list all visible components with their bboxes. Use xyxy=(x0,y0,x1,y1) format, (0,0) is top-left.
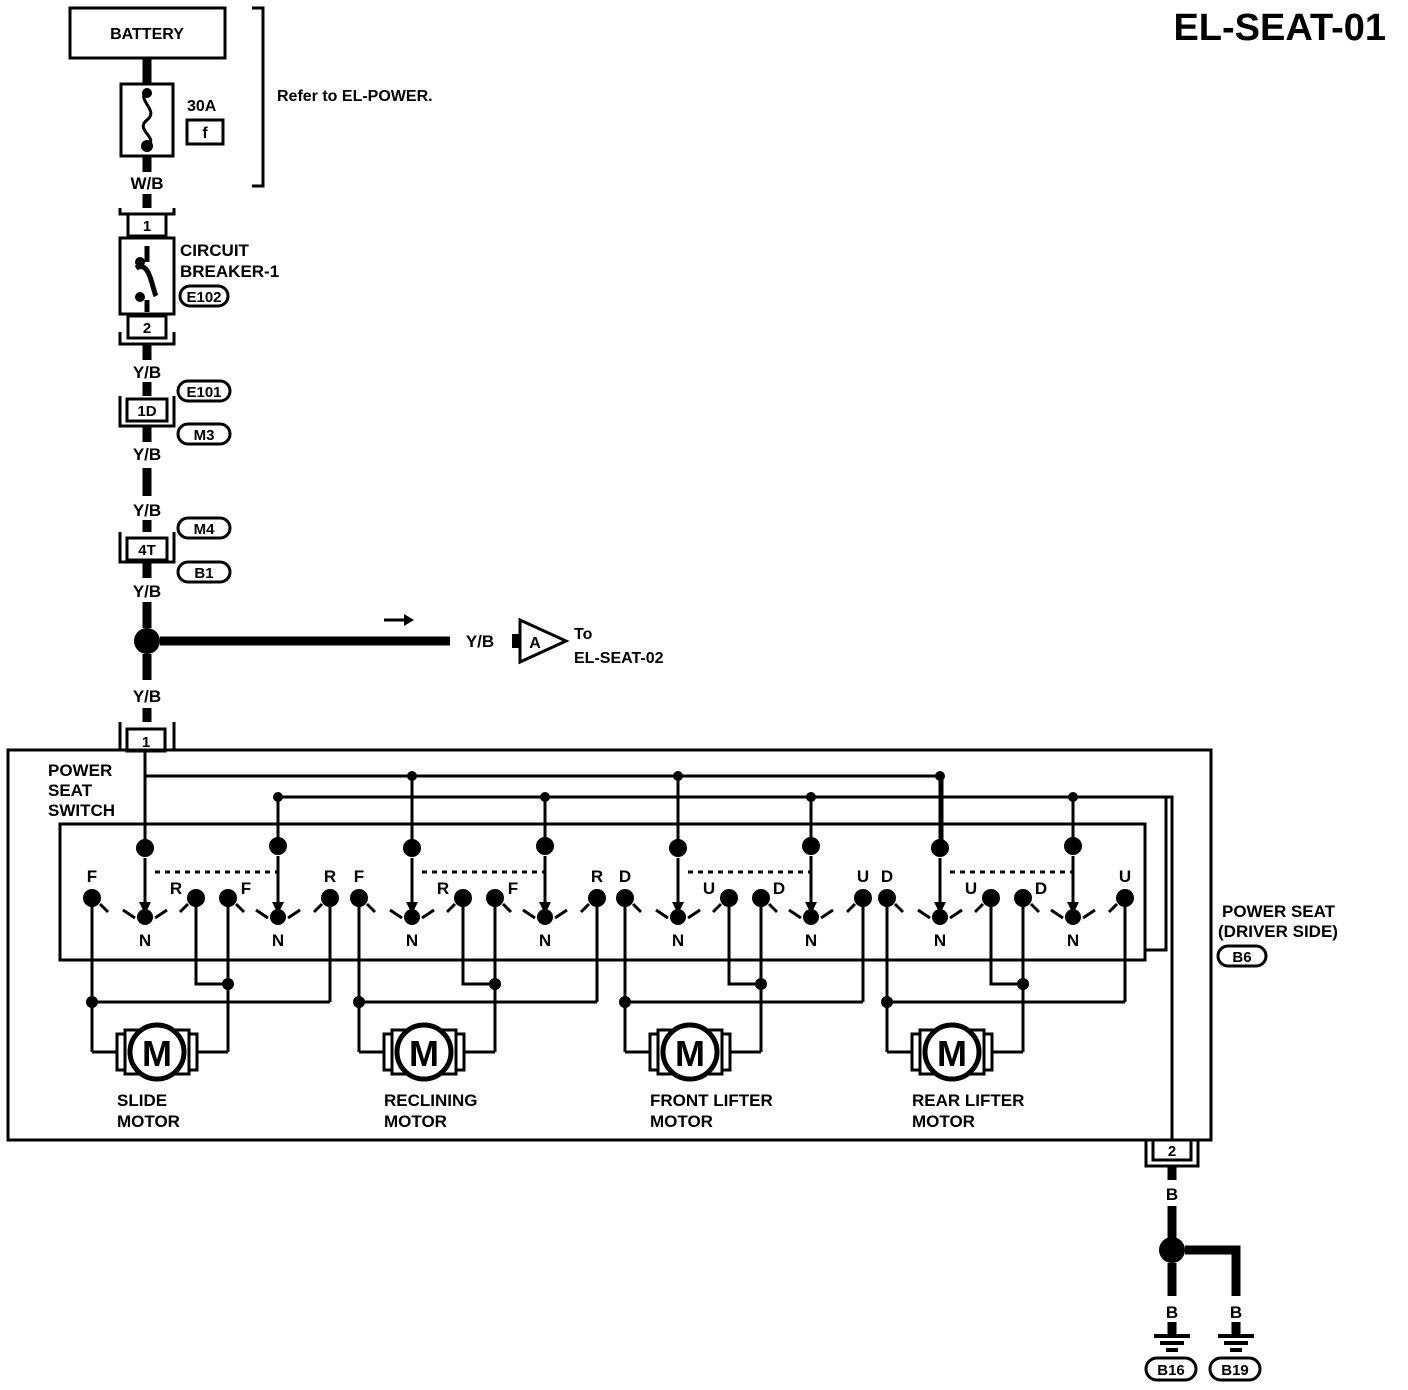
ground-b16: B16 xyxy=(1157,1362,1185,1379)
switch-terminal-label: R xyxy=(324,867,336,886)
seat-output-pin: 2 xyxy=(1168,1143,1176,1160)
power-seat-box xyxy=(6,748,1213,1142)
connector-4t-pin: 4T xyxy=(138,542,156,559)
fuse-rating: 30A xyxy=(187,98,217,115)
neutral-label: N xyxy=(406,931,418,950)
connector-e101: E101 xyxy=(186,384,221,401)
motor-icon xyxy=(922,1022,982,1082)
connector-m4: M4 xyxy=(194,521,215,538)
neutral-label: N xyxy=(1067,931,1079,950)
switch-label-3: SWITCH xyxy=(48,801,115,820)
offpage-target: EL-SEAT-02 xyxy=(574,650,664,667)
switch-terminal-label: D xyxy=(881,867,893,886)
ground-splice xyxy=(1159,1237,1185,1263)
wire-color-b-left: B xyxy=(1166,1303,1178,1322)
switch-terminal-label: R xyxy=(437,879,449,898)
cb-pin-top: 1 xyxy=(143,218,151,235)
motor-icon xyxy=(394,1022,454,1082)
switch-terminal-label: U xyxy=(1119,867,1131,886)
motor-label-2: MOTOR xyxy=(117,1112,180,1131)
neutral-label: N xyxy=(934,931,946,950)
motor-label-2: MOTOR xyxy=(912,1112,975,1131)
refer-note: Refer to EL-POWER. xyxy=(277,88,433,105)
neutral-label: N xyxy=(539,931,551,950)
switch-motor-group: N N F R F R M SLIDE MOTOR xyxy=(83,776,339,1131)
wire-color-wb: W/B xyxy=(130,174,163,193)
motor-icon xyxy=(660,1022,720,1082)
motor-icon xyxy=(127,1022,187,1082)
motor-label-2: MOTOR xyxy=(650,1112,713,1131)
connector-b1: B1 xyxy=(194,565,213,582)
breaker-icon xyxy=(134,246,159,312)
power-seat-label-1: POWER SEAT xyxy=(1222,902,1336,921)
motor-symbol: M xyxy=(142,1033,172,1074)
ground-icon-right xyxy=(1218,1334,1254,1352)
wire-color-yb-2: Y/B xyxy=(133,445,161,464)
battery-label: BATTERY xyxy=(110,26,184,43)
wire-color-yb-5: Y/B xyxy=(133,687,161,706)
refer-bracket xyxy=(252,6,265,188)
switch-terminal-label: F xyxy=(87,867,97,886)
offpage-connector xyxy=(518,617,570,665)
fuse-icon xyxy=(141,88,153,148)
seat-input-pin: 1 xyxy=(142,734,150,751)
ground-icon-left xyxy=(1154,1334,1190,1352)
fuse-id-box xyxy=(185,118,225,146)
direction-arrow-icon xyxy=(404,614,414,626)
offpage-letter: A xyxy=(529,635,541,652)
neutral-label: N xyxy=(672,931,684,950)
circuit-breaker-label-1: CIRCUIT xyxy=(180,241,250,260)
connector-m3: M3 xyxy=(194,427,215,444)
wire-color-yb-branch: Y/B xyxy=(466,632,494,651)
power-seat-connector-id: B6 xyxy=(1232,949,1251,966)
motor-label-1: SLIDE xyxy=(117,1091,167,1110)
motor-symbol: M xyxy=(409,1033,439,1074)
switch-terminal-label: D xyxy=(773,879,785,898)
switch-terminal-label: F xyxy=(354,867,364,886)
splice-node xyxy=(134,628,160,654)
switch-terminal-label: R xyxy=(170,879,182,898)
wire-color-yb-1: Y/B xyxy=(133,363,161,382)
switch-terminal-label: U xyxy=(703,879,715,898)
ground-b19: B19 xyxy=(1221,1362,1249,1379)
switch-terminal-label: D xyxy=(619,867,631,886)
motor-label-1: REAR LIFTER xyxy=(912,1091,1024,1110)
motor-label-1: FRONT LIFTER xyxy=(650,1091,773,1110)
wire-color-b-right: B xyxy=(1230,1303,1242,1322)
offpage-to: To xyxy=(574,626,593,643)
cb-pin-bottom: 2 xyxy=(143,320,151,337)
motor-label-1: RECLINING xyxy=(384,1091,478,1110)
connector-1d-pin: 1D xyxy=(137,403,156,420)
switch-terminal-label: R xyxy=(591,867,603,886)
switch-terminal-label: U xyxy=(965,879,977,898)
switch-motor-group: N N D U D U M FRONT LIFTER MOTOR xyxy=(616,771,872,1131)
motor-label-2: MOTOR xyxy=(384,1112,447,1131)
fuse-id: f xyxy=(202,125,208,142)
wire-color-b-main: B xyxy=(1166,1185,1178,1204)
switch-terminal-label: D xyxy=(1035,879,1047,898)
neutral-label: N xyxy=(139,931,151,950)
cb-connector-id: E102 xyxy=(186,289,221,306)
neutral-label: N xyxy=(272,931,284,950)
motor-symbol: M xyxy=(937,1033,967,1074)
wire-color-yb-3: Y/B xyxy=(133,501,161,520)
circuit-breaker-label-2: BREAKER-1 xyxy=(180,262,279,281)
switch-label-1: POWER xyxy=(48,761,112,780)
switch-motor-group: N N D U D U M REAR LIFTER MOTOR xyxy=(878,771,1134,1131)
motor-symbol: M xyxy=(675,1033,705,1074)
switch-terminal-label: F xyxy=(508,879,518,898)
power-seat-label-2: (DRIVER SIDE) xyxy=(1218,922,1338,941)
switch-terminal-label: F xyxy=(241,879,251,898)
power-seat-switch-box xyxy=(58,822,1147,962)
neutral-label: N xyxy=(805,931,817,950)
switch-terminal-label: U xyxy=(857,867,869,886)
switch-motor-group: N N F R F R M RECLINING MOTOR xyxy=(350,771,606,1131)
page-title: EL-SEAT-01 xyxy=(1173,7,1386,49)
wire-color-yb-4: Y/B xyxy=(133,582,161,601)
switch-label-2: SEAT xyxy=(48,781,93,800)
